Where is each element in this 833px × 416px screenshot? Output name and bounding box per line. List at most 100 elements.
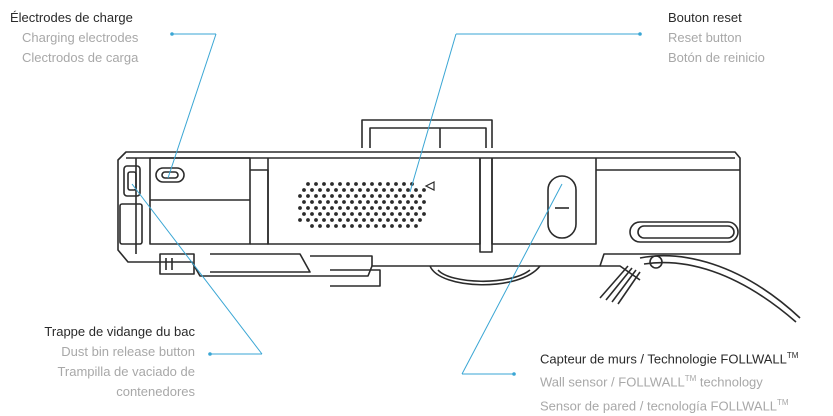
grille-dot bbox=[306, 206, 310, 210]
label-charging-electrodes: Électrodes de charge Charging electrodes… bbox=[10, 8, 138, 68]
grille-dot bbox=[398, 200, 402, 204]
grille-dot bbox=[382, 224, 386, 228]
grille-dot bbox=[366, 200, 370, 204]
label-en: Charging electrodes bbox=[22, 30, 139, 45]
grille-dot bbox=[314, 194, 318, 198]
grille-dot bbox=[366, 188, 370, 192]
grille-dot bbox=[398, 188, 402, 192]
grille-dot bbox=[386, 206, 390, 210]
grille-dot bbox=[386, 194, 390, 198]
callout-dustbin bbox=[131, 183, 263, 356]
label-es: Clectrodos de carga bbox=[22, 50, 139, 65]
grille-dot bbox=[306, 182, 310, 186]
grille-dot bbox=[390, 224, 394, 228]
label-en: Dust bin release button bbox=[61, 344, 195, 359]
callout-wall bbox=[461, 183, 563, 376]
grille-dot bbox=[362, 182, 366, 186]
label-fr-text: Capteur de murs / Technologie FOLLWALL bbox=[540, 351, 787, 367]
grille-dot bbox=[334, 212, 338, 216]
grille-dot bbox=[330, 182, 334, 186]
label-es-line2: contenedores bbox=[116, 384, 195, 399]
grille-dot bbox=[330, 218, 334, 222]
grille-dot bbox=[422, 212, 426, 216]
grille-dot bbox=[318, 212, 322, 216]
grille-dot bbox=[346, 194, 350, 198]
trademark-mark: TM bbox=[684, 374, 697, 384]
label-en: Reset button bbox=[668, 30, 742, 45]
grille-dot bbox=[406, 188, 410, 192]
speaker-grille bbox=[298, 182, 426, 228]
grille-dot bbox=[370, 194, 374, 198]
grille-dot bbox=[338, 194, 342, 198]
grille-dot bbox=[362, 194, 366, 198]
grille-dot bbox=[354, 194, 358, 198]
grille-dot bbox=[370, 206, 374, 210]
grille-dot bbox=[354, 206, 358, 210]
grille-dot bbox=[318, 200, 322, 204]
grille-dot bbox=[414, 200, 418, 204]
grille-dot bbox=[366, 224, 370, 228]
grille-dot bbox=[334, 200, 338, 204]
grille-dot bbox=[386, 182, 390, 186]
grille-dot bbox=[418, 194, 422, 198]
grille-dot bbox=[374, 200, 378, 204]
grille-dot bbox=[382, 200, 386, 204]
grille-dot bbox=[322, 218, 326, 222]
grille-dot bbox=[306, 218, 310, 222]
grille-dot bbox=[298, 194, 302, 198]
grille-dot bbox=[362, 206, 366, 210]
grille-dot bbox=[358, 212, 362, 216]
grille-dot bbox=[402, 218, 406, 222]
callout-electrodes bbox=[167, 32, 217, 179]
grille-dot bbox=[350, 224, 354, 228]
grille-dot bbox=[410, 218, 414, 222]
callout-reset bbox=[409, 32, 642, 193]
grille-dot bbox=[318, 188, 322, 192]
grille-dot bbox=[354, 218, 358, 222]
label-es: Sensor de pared / tecnología FOLLWALLTM bbox=[540, 393, 798, 416]
grille-dot bbox=[422, 188, 426, 192]
label-dustbin-release: Trappe de vidange du bac Dust bin releas… bbox=[44, 322, 195, 402]
grille-dot bbox=[346, 218, 350, 222]
grille-dot bbox=[330, 194, 334, 198]
grille-dot bbox=[370, 218, 374, 222]
grille-dot bbox=[310, 200, 314, 204]
grille-dot bbox=[350, 212, 354, 216]
grille-dot bbox=[342, 212, 346, 216]
grille-dot bbox=[350, 188, 354, 192]
grille-dot bbox=[402, 182, 406, 186]
grille-dot bbox=[394, 218, 398, 222]
grille-dot bbox=[298, 206, 302, 210]
label-en: Wall sensor / FOLLWALLTM technology bbox=[540, 369, 798, 392]
label-en-text: Wall sensor / FOLLWALL bbox=[540, 374, 685, 390]
grille-dot bbox=[410, 194, 414, 198]
grille-dot bbox=[374, 188, 378, 192]
grille-dot bbox=[394, 194, 398, 198]
trademark-mark: TM bbox=[786, 351, 799, 360]
grille-dot bbox=[390, 188, 394, 192]
grille-dot bbox=[394, 182, 398, 186]
label-fr: Bouton reset bbox=[668, 10, 742, 25]
grille-dot bbox=[402, 194, 406, 198]
grille-dot bbox=[302, 212, 306, 216]
grille-dot bbox=[322, 194, 326, 198]
grille-dot bbox=[342, 200, 346, 204]
label-es-text: Sensor de pared / tecnología FOLLWALL bbox=[540, 397, 778, 413]
label-en-suffix: technology bbox=[696, 374, 763, 390]
grille-dot bbox=[310, 212, 314, 216]
grille-dot bbox=[374, 212, 378, 216]
grille-dot bbox=[362, 218, 366, 222]
grille-dot bbox=[418, 218, 422, 222]
trademark-mark: TM bbox=[777, 397, 789, 407]
grille-dot bbox=[314, 182, 318, 186]
grille-dot bbox=[414, 188, 418, 192]
grille-dot bbox=[422, 200, 426, 204]
grille-dot bbox=[334, 188, 338, 192]
grille-dot bbox=[306, 194, 310, 198]
grille-dot bbox=[302, 200, 306, 204]
grille-dot bbox=[314, 218, 318, 222]
grille-dot bbox=[410, 206, 414, 210]
grille-dot bbox=[322, 206, 326, 210]
grille-dot bbox=[350, 200, 354, 204]
grille-dot bbox=[330, 206, 334, 210]
